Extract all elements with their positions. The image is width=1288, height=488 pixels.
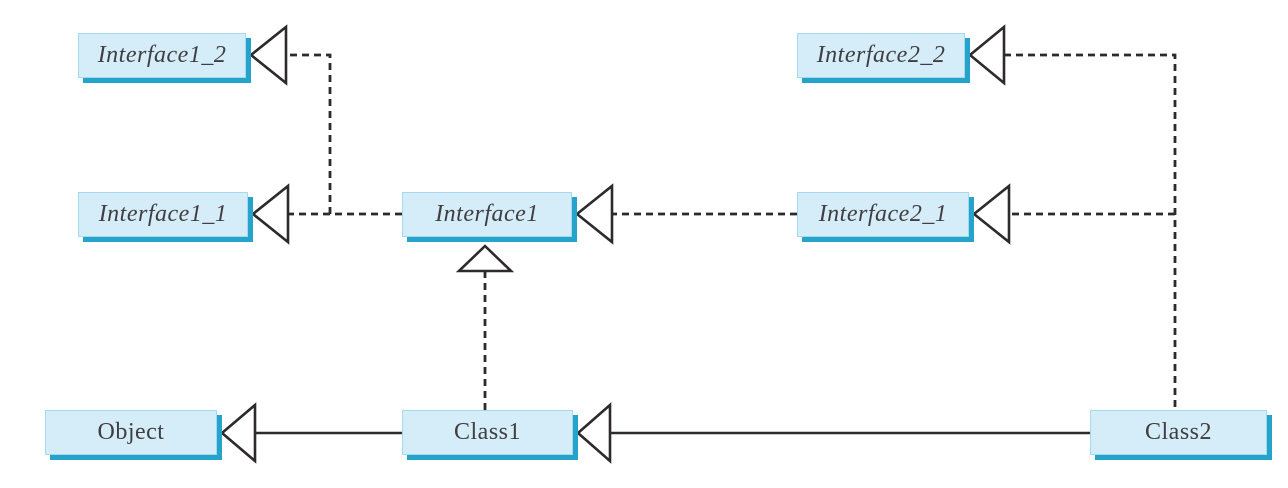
node-label: Interface2_1 [818,201,948,227]
edge-interface2_1-to-interface1 [574,183,797,245]
node-interface1_2: Interface1_2 [78,33,246,78]
node-interface2_2: Interface2_2 [797,33,965,78]
hollow-triangle-arrowhead [250,183,290,245]
node-label: Interface2_2 [816,42,946,68]
node-class2: Class2 [1090,410,1267,455]
hollow-triangle-arrowhead [967,24,1006,86]
node-label: Class1 [453,419,521,445]
node-interface1: Interface1 [402,192,572,237]
hollow-triangle-arrowhead [219,402,257,464]
edge-class2-to-interface2_2-and-interface2_1 [967,24,1177,410]
hollow-triangle-arrowhead [576,402,612,464]
edge-class2-to-class1 [576,402,1090,464]
node-interface1_1: Interface1_1 [78,192,248,237]
edge-class1-to-object [219,402,402,464]
edge-interface1-to-interface1_2 [248,24,332,214]
node-object: Object [45,410,217,455]
node-class1: Class1 [402,410,573,455]
hollow-triangle-arrowhead [971,183,1011,245]
node-label: Interface1 [435,201,539,227]
node-interface2_1: Interface2_1 [797,192,969,237]
hollow-triangle-arrowhead [248,24,288,86]
dashed-line [286,53,332,214]
dashed-line [1004,53,1177,410]
node-label: Interface1_2 [97,42,227,68]
edge-interface1-to-interface1_1 [250,183,402,245]
hollow-triangle-arrowhead [574,183,614,245]
node-label: Object [97,419,165,445]
edge-class1-to-interface1 [455,244,515,410]
node-label: Interface1_1 [98,201,228,227]
node-label: Class2 [1144,419,1212,445]
hollow-triangle-arrowhead [455,244,515,273]
